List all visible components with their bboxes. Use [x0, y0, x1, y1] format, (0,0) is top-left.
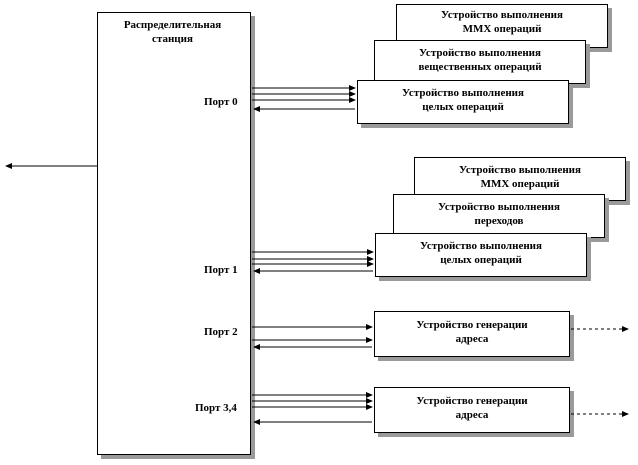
g0-float-line1: Устройство выполнения: [419, 47, 541, 59]
g1-int-line1: Устройство выполнения: [420, 240, 542, 252]
g1-branch-line2: переходов: [474, 215, 524, 227]
agu-port2-line2: адреса: [455, 333, 489, 345]
g0-float-line2: вещественных операций: [418, 61, 542, 73]
g0-int-line1: Устройство выполнения: [402, 87, 524, 99]
g0-float-unit-box: [374, 40, 586, 84]
g1-mmx-unit-label: Устройство выполнения MMX операций: [414, 163, 626, 191]
g1-int-unit-box: [375, 233, 587, 277]
g1-int-unit-label: Устройство выполнения целых операций: [375, 239, 587, 267]
agu-port34-line1: Устройство генерации: [416, 395, 528, 407]
station-title-line1: Распределительная: [123, 19, 222, 31]
g1-mmx-line1: Устройство выполнения: [459, 164, 581, 176]
port-0-label: Порт 0: [204, 96, 238, 108]
port-2-label: Порт 2: [204, 326, 238, 338]
port-34-label: Порт 3,4: [195, 402, 237, 414]
station-title-line2: станция: [152, 33, 193, 45]
g0-mmx-unit-label: Устройство выполнения MMX операций: [396, 8, 608, 36]
g1-branch-line1: Устройство выполнения: [438, 201, 560, 213]
g0-int-unit-label: Устройство выполнения целых операций: [357, 86, 569, 114]
g0-int-line2: целых операций: [422, 101, 504, 113]
g0-float-unit-label: Устройство выполнения вещественных опера…: [374, 46, 586, 74]
agu-port34-line2: адреса: [455, 409, 489, 421]
g1-branch-unit-label: Устройство выполнения переходов: [393, 200, 605, 228]
g0-mmx-line2: MMX операций: [462, 23, 542, 35]
port-1-label: Порт 1: [204, 264, 238, 276]
agu-port34-label: Устройство генерации адреса: [374, 394, 570, 422]
agu-port2-line1: Устройство генерации: [416, 319, 528, 331]
g0-mmx-line1: Устройство выполнения: [441, 9, 563, 21]
g1-mmx-line2: MMX операций: [480, 178, 560, 190]
agu-port2-label: Устройство генерации адреса: [374, 318, 570, 346]
agu-port2-box: [374, 311, 570, 357]
g1-int-line2: целых операций: [440, 254, 522, 266]
g0-int-unit-box: [357, 80, 569, 124]
reservation-station-box: [97, 12, 251, 455]
agu-port34-box: [374, 387, 570, 433]
g1-branch-unit-box: [393, 194, 605, 238]
station-title: Распределительная станция: [100, 18, 245, 46]
